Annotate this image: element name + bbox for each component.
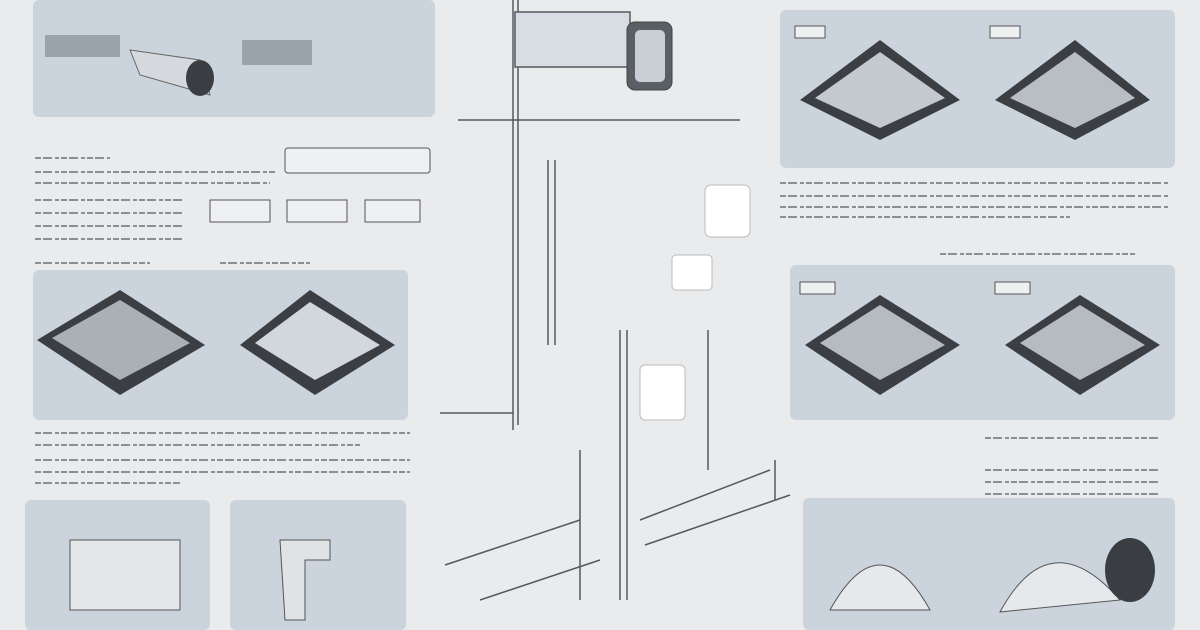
piping-lines <box>440 0 791 601</box>
panel-top-left <box>33 0 435 117</box>
callout-boxes <box>209 25 1031 295</box>
duct-elbow-icon <box>45 35 312 96</box>
panel-bottom-left-b <box>230 500 406 630</box>
text-blocks <box>35 157 1170 495</box>
roof-vent-icon <box>37 40 1160 395</box>
exhaust-hood-icon <box>69 538 1155 621</box>
